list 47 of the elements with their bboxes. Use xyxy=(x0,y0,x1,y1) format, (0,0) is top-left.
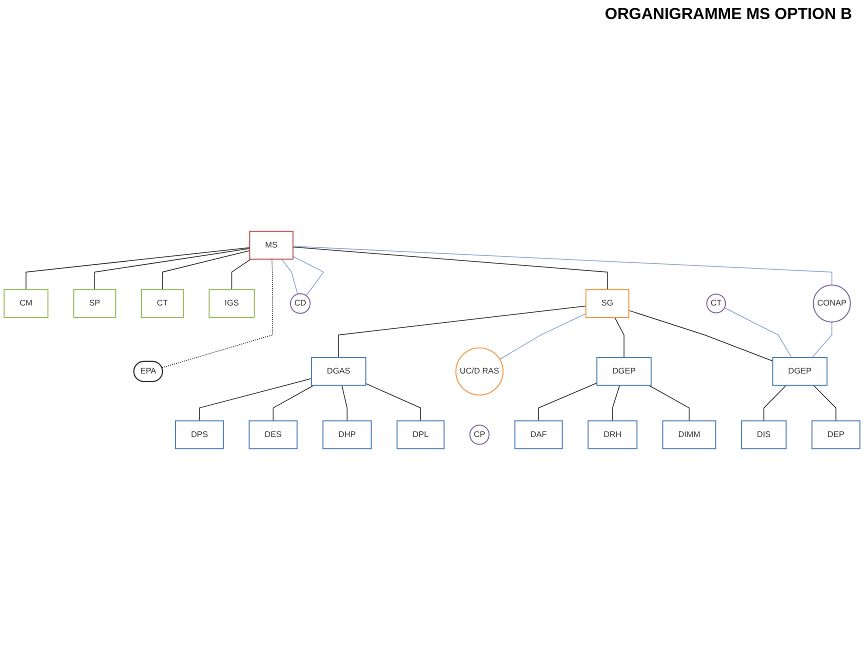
connector xyxy=(612,384,620,422)
connector xyxy=(292,246,608,290)
connector xyxy=(724,307,792,358)
connector xyxy=(231,258,252,290)
connector xyxy=(162,250,250,290)
connector xyxy=(26,247,250,290)
node-circle: CP xyxy=(469,424,490,445)
node-box: SP xyxy=(73,289,116,318)
node-box: DAF xyxy=(514,420,563,450)
node-circle: CD xyxy=(290,293,311,314)
node-box: DGEP xyxy=(596,357,652,386)
connector xyxy=(648,384,690,422)
connector xyxy=(538,382,598,422)
connector xyxy=(292,246,832,286)
connector xyxy=(812,322,832,358)
node-box: DHP xyxy=(322,420,372,450)
connector xyxy=(499,313,586,360)
node-circle: CONAP xyxy=(812,284,851,323)
node-circle: CT xyxy=(706,294,726,314)
node-box: DGEP xyxy=(772,357,828,386)
connector xyxy=(813,384,836,422)
node-box: DIMM xyxy=(662,420,716,450)
node-box: CM xyxy=(4,289,48,318)
node-box: DGAS xyxy=(310,357,366,386)
connector xyxy=(628,310,774,362)
diagram-title: ORGANIGRAMME MS OPTION B xyxy=(604,6,852,24)
node-box: DIS xyxy=(740,420,787,450)
connector xyxy=(162,258,273,368)
connector xyxy=(272,384,314,422)
connector xyxy=(365,383,421,422)
connector xyxy=(94,248,250,290)
node-box: MS xyxy=(249,230,294,260)
node-box: DPL xyxy=(396,420,445,450)
connector xyxy=(341,384,348,422)
node-box: DES xyxy=(248,420,298,450)
node-circle: UC/D RAS xyxy=(455,347,504,396)
node-box: DEP xyxy=(811,420,860,450)
node-box: CT xyxy=(140,289,184,318)
node-box: DPS xyxy=(174,420,224,450)
connector xyxy=(338,306,586,358)
node-box: IGS xyxy=(208,289,255,318)
node-box: SG xyxy=(585,289,630,318)
node-box: DRH xyxy=(588,420,638,450)
connector xyxy=(199,378,312,422)
connector xyxy=(281,258,298,294)
connector xyxy=(763,384,786,422)
connector xyxy=(614,317,624,358)
